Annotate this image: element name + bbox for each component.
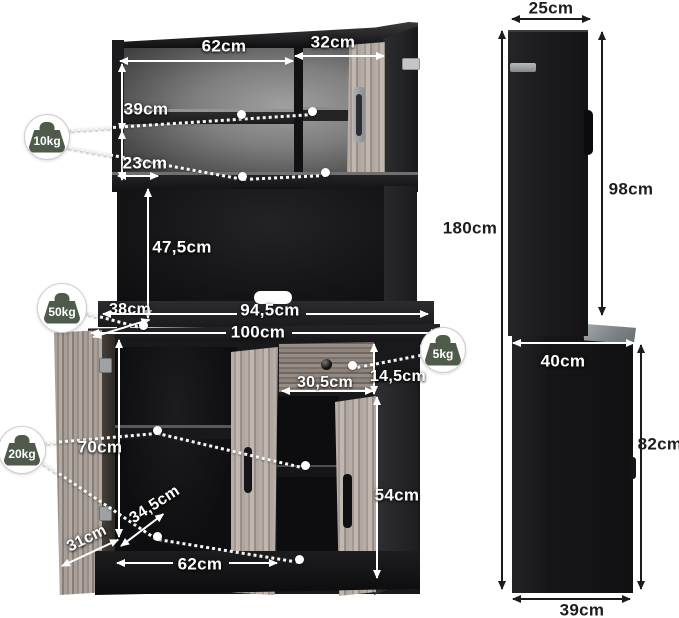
dim-arrow-cabinet-inner-height (118, 340, 120, 537)
dim-arrow-upper-depth (512, 18, 590, 20)
measure-point (308, 107, 317, 116)
hutch-right-side-panel (383, 26, 418, 186)
door-hinge-bottom (99, 506, 112, 521)
dim-overall-height: 180cm (442, 218, 498, 238)
dim-upper-shelf-height: 39cm (123, 99, 169, 119)
weight-icon: 5kg (425, 335, 461, 366)
measure-point (153, 426, 162, 435)
side-lower-box (512, 330, 633, 593)
lower-interior-right (277, 396, 339, 558)
dim-arrow-cabinet-inner-width-l (117, 562, 173, 564)
cable-hole (254, 291, 292, 304)
load-badge-hutch-shelf: 10kg (24, 114, 70, 160)
dim-lower-depth: 40cm (540, 351, 586, 371)
dim-cabinet-inner-height: 70cm (77, 437, 123, 457)
load-badge-drawer: 5kg (420, 327, 466, 373)
side-handle-plate (510, 63, 536, 72)
dim-arrow-countertop-width-l (103, 313, 237, 315)
dim-arrow-overall-width-r (292, 332, 439, 334)
left-door-edge (100, 334, 115, 594)
side-countertop-surface (583, 323, 636, 344)
dim-arrow-top-shelf-width (120, 60, 293, 62)
dim-drawer-height: 14,5cm (369, 368, 427, 385)
dim-cabinet-inner-width: 62cm (177, 554, 223, 574)
hutch-divider (294, 48, 303, 178)
door-hinge-top (99, 358, 112, 373)
dim-arrow-lower-shelf-height-2 (118, 175, 158, 177)
hutch-door-handle-bar (356, 94, 362, 136)
dim-arrow-countertop-width-r (306, 313, 428, 315)
dim-top-shelf-width: 62cm (201, 36, 247, 56)
base-plinth (95, 551, 420, 595)
measure-point (295, 555, 304, 564)
dim-arrow-lower-shelf-height (121, 131, 123, 180)
dim-arrow-open-compartment-height (147, 189, 149, 318)
load-badge-label: 10kg (33, 134, 61, 148)
dim-arrow-overall-width-l (91, 332, 226, 334)
dim-arrow-drawer-height (373, 344, 375, 394)
drawer-knob (321, 359, 332, 370)
dim-arrow-overall-height (501, 31, 503, 589)
dim-arrow-drawer-width (282, 390, 373, 392)
dim-lower-section-height: 82cm (637, 434, 679, 454)
middle-open-compartment (117, 189, 394, 305)
left-open-door (54, 330, 102, 595)
dim-base-depth: 39cm (559, 600, 605, 618)
middle-door-handle (244, 447, 252, 493)
dim-countertop-depth: 38cm (108, 301, 152, 318)
measure-point (301, 461, 310, 470)
measure-point (321, 168, 330, 177)
load-badge-lower-cabinet: 20kg (0, 426, 46, 474)
measure-point (348, 361, 357, 370)
right-door-handle (343, 474, 352, 528)
side-door-handle (584, 110, 593, 155)
dim-upper-section-height: 98cm (608, 179, 654, 199)
weight-icon: 20kg (4, 435, 40, 466)
measure-point (153, 532, 162, 541)
dim-arrow-top-door-width (295, 55, 384, 57)
dim-top-door-width: 32cm (310, 32, 356, 52)
dim-arrow-base-depth (513, 598, 630, 600)
weight-icon: 50kg (44, 293, 80, 324)
load-badge-label: 20kg (8, 447, 36, 461)
dim-lower-shelf-height: 23cm (122, 153, 168, 173)
dim-countertop-width: 94,5cm (240, 300, 300, 320)
dim-arrow-cabinet-inner-width-r (229, 562, 277, 564)
dim-arrow-lower-section-height (640, 345, 642, 589)
load-badge-countertop: 50kg (37, 283, 87, 333)
dim-overall-width: 100cm (230, 322, 286, 342)
dim-arrow-upper-shelf-height (121, 64, 123, 131)
weight-icon: 10kg (29, 122, 65, 153)
hutch-bottom-board (112, 172, 418, 192)
load-badge-label: 5kg (432, 347, 454, 361)
side-lower-handle (630, 457, 636, 479)
dim-upper-depth: 25cm (528, 0, 574, 18)
dim-lower-door-height: 54cm (374, 485, 420, 505)
hutch-shelf-left (124, 109, 294, 124)
measure-point (238, 172, 247, 181)
dim-arrow-lower-depth (513, 342, 634, 344)
load-badge-label: 50kg (48, 305, 76, 319)
anti-tip-bracket (402, 58, 420, 70)
dim-arrow-upper-section-height (601, 32, 603, 315)
side-tall-panel (508, 30, 588, 336)
dim-open-compartment-height: 47,5cm (152, 237, 212, 257)
lower-shelf-left (115, 425, 237, 439)
dim-arrow-lower-door-height (376, 397, 378, 578)
measure-point (237, 110, 246, 119)
lower-interior-left (115, 347, 237, 555)
dim-drawer-width: 30,5cm (296, 374, 354, 391)
